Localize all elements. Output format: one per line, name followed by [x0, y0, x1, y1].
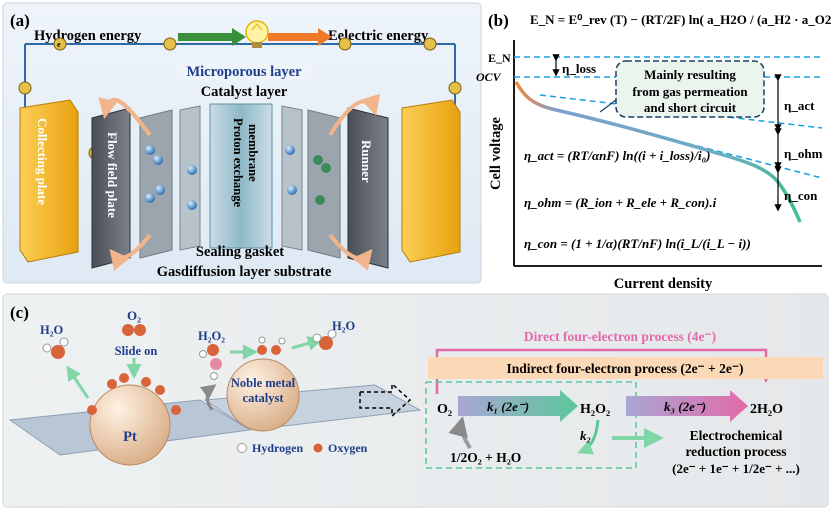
- catalyst-layer-label: Catalyst layer: [201, 84, 288, 100]
- slide-on-label: Slide on: [115, 344, 158, 358]
- electrochemical-line-3: (2e⁻ + 1e⁻ + 1/2e⁻ + ...): [672, 461, 800, 476]
- hydrogen-energy-label: Hydrogen energy: [34, 28, 142, 44]
- noble-metal-label-line2: catalyst: [243, 391, 285, 405]
- callout-line-2: from gas permeation: [632, 84, 748, 99]
- water-node: 2H₂O: [750, 402, 783, 417]
- polarization-curve: [514, 81, 802, 223]
- gas-permeation-callout: [615, 60, 765, 118]
- microporous-layer-label: Microporous layer: [186, 64, 302, 80]
- noble-metal-label-line1: Noble metal: [231, 376, 296, 390]
- intermediate-pathway-box: [425, 381, 637, 469]
- panel-a: (a) Hydrogen energy Eelectric energy e C…: [2, 2, 482, 284]
- eta-ohm-equation: η_ohm = (R_ion + R_ele + R_con).i: [524, 195, 717, 210]
- h2o2-node: H₂O₂: [580, 402, 610, 417]
- indirect-process-band: [428, 357, 823, 379]
- direct-process-label: Direct four-electron process (4e⁻): [524, 329, 716, 344]
- eta-con-label: η_con: [784, 188, 818, 203]
- electrochemical-line-2: reduction process: [685, 444, 786, 459]
- k2-arrow: [577, 419, 600, 455]
- panel-b-tag: (b): [488, 11, 509, 30]
- energy-arrow-left: [178, 28, 246, 46]
- eta-con-equation: η_con = (1 + 1/α)(RT/nF) ln(i_L/(i_L − i…: [524, 236, 751, 251]
- eta-act-label: η_act: [784, 98, 815, 113]
- k2-label: k₂: [580, 428, 591, 443]
- water-release-arrow: [66, 365, 90, 399]
- light-bulb-icon: [245, 20, 269, 48]
- gas-diffusion-label: Gasdiffusion layer substrate: [157, 264, 332, 280]
- energy-arrow-right: [268, 28, 332, 46]
- electron-symbol: e: [57, 40, 61, 49]
- hydrogen-legend-icon: [237, 443, 247, 453]
- flow-arrow-bottom-left: [109, 233, 152, 271]
- callout-line-1: Mainly resulting: [644, 67, 736, 82]
- indirect-process-label: Indirect four-electron process (2e⁻ + 2e…: [506, 361, 743, 376]
- k3-label: k₃ (2e⁻): [664, 399, 706, 414]
- pt-label: Pt: [123, 429, 137, 445]
- flow-arrow-bottom-right: [328, 233, 373, 271]
- collecting-plate-label: Collecting plate: [35, 118, 50, 205]
- membrane-label-line2: membrane: [246, 124, 260, 182]
- panel-c: (c) Pt Noble metal catalyst O₂ Slide on …: [2, 293, 829, 508]
- membrane-label-line1: Proton exchange: [231, 118, 245, 207]
- reaction-pathway-pointer: [359, 382, 412, 418]
- h2o2-molecule-icon: [199, 344, 222, 380]
- recycle-arrow: [448, 416, 472, 450]
- h2o2-left-label: H₂O₂: [198, 329, 225, 343]
- gas-diffusion-layer-right: [307, 109, 341, 259]
- nernst-equation: E_N = E⁰_rev (T) − (RT/2F) ln( a_H2O / (…: [530, 12, 831, 27]
- ocv-label: OCV: [476, 70, 502, 84]
- o2-molecule-label: O₂: [127, 308, 141, 323]
- catalyst-layer-left: [179, 105, 201, 251]
- o2-molecule-icon: [122, 324, 146, 336]
- eta-act-equation: η_act = (RT/αnF) ln((i + i_loss)/i₀): [524, 148, 710, 163]
- legend-hydrogen-label: Hydrogen: [252, 441, 303, 455]
- electrochemical-line-1: Electrochemical: [690, 428, 783, 443]
- h2o-right-label: H₂O: [332, 319, 355, 333]
- flow-arrow-top-left: [98, 97, 152, 137]
- gas-diffusion-layer-left: [139, 109, 173, 259]
- electric-energy-label: Eelectric energy: [328, 28, 429, 44]
- k1-label: k₁ (2e⁻): [487, 399, 529, 414]
- eta-loss-label: η_loss: [562, 61, 596, 76]
- decomposition-node: 1/2O₂ + H₂O: [450, 450, 521, 465]
- y-axis-label: Cell voltage: [488, 117, 504, 190]
- callout-pointer: [599, 99, 617, 113]
- catalyst-layer-right: [281, 105, 303, 251]
- adsorbed-peroxide-icon: [257, 336, 286, 355]
- panel-b: (b) E_N = E⁰_rev (T) − (RT/2F) ln( a_H2O…: [476, 11, 831, 292]
- k1-arrow: [458, 390, 578, 422]
- proton-exchange-membrane: [209, 103, 273, 249]
- transfer-arrow: [199, 384, 217, 411]
- water-molecule-icon-left: [42, 337, 69, 359]
- x-axis-label: Current density: [614, 276, 713, 292]
- legend-oxygen-label: Oxygen: [328, 441, 368, 455]
- runner-label: Runner: [359, 140, 374, 183]
- panel-c-tag: (c): [10, 303, 29, 322]
- runner-plate-right: [347, 107, 389, 269]
- adsorbed-oxygen-icon: [87, 373, 181, 415]
- sealing-gasket-label: Sealing gasket: [196, 244, 284, 260]
- water-molecule-icon-right: [312, 329, 337, 350]
- oxygen-molecule-icon: [285, 145, 331, 205]
- callout-line-3: and short circuit: [644, 100, 737, 115]
- k3-arrow: [626, 390, 748, 422]
- o2-node: O₂: [437, 402, 452, 417]
- flow-arrow-top-right: [328, 93, 381, 137]
- en-label: E_N: [488, 51, 511, 65]
- hydrogen-molecule-icon: [145, 145, 197, 210]
- electron-icon: [18, 37, 462, 160]
- noble-metal-sphere: [226, 358, 300, 432]
- collecting-plate-left: [19, 99, 79, 263]
- collecting-plate-right: [401, 99, 461, 263]
- h2o-left-label: H₂O: [40, 323, 63, 337]
- eta-ohm-label: η_ohm: [784, 146, 823, 161]
- oxygen-legend-icon: [313, 443, 323, 453]
- flow-field-plate-label: Flow field plate: [105, 132, 120, 218]
- panel-a-tag: (a): [10, 11, 30, 30]
- pt-sphere: [89, 384, 171, 466]
